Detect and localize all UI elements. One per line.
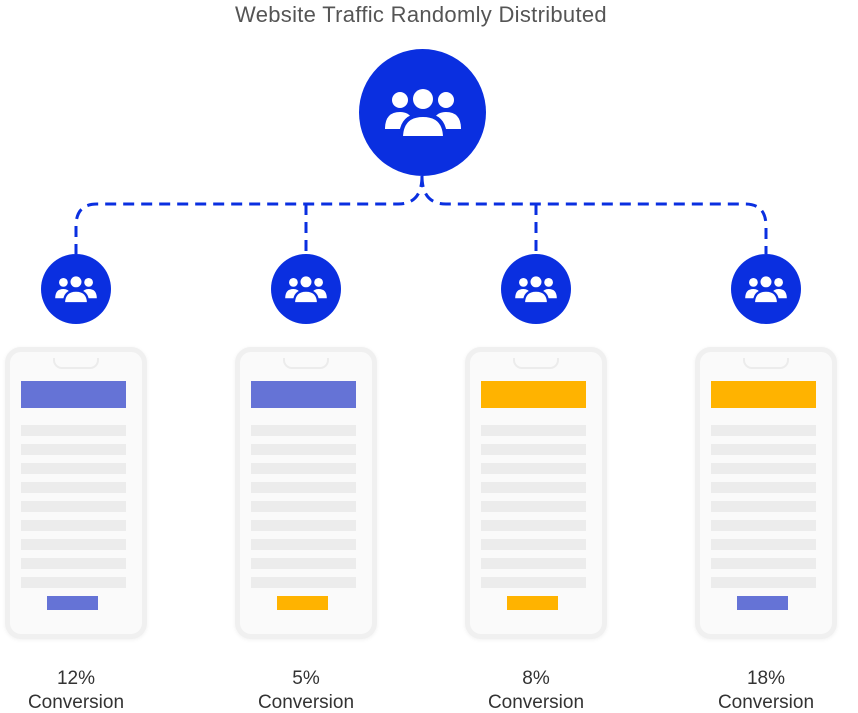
main-traffic-circle: [359, 49, 486, 176]
content-line: [251, 444, 356, 455]
conversion-text: Conversion: [257, 692, 355, 713]
page-banner: [21, 381, 126, 408]
conversion-percent: 12%: [56, 668, 96, 689]
page-banner: [251, 381, 356, 408]
phone-notch: [743, 358, 789, 369]
content-line: [711, 463, 816, 474]
content-line: [481, 558, 586, 569]
content-line: [481, 539, 586, 550]
cta-button: [507, 596, 558, 610]
connector-left: [74, 175, 424, 254]
content-line: [21, 482, 126, 493]
conversion-percent: 8%: [522, 668, 550, 689]
content-line: [481, 463, 586, 474]
segment-circle-4: [731, 254, 801, 324]
users-group-icon: [384, 85, 461, 140]
phone-notch: [513, 358, 559, 369]
content-line: [21, 558, 126, 569]
content-line: [481, 501, 586, 512]
conversion-label-2: 5% Conversion: [226, 667, 386, 713]
content-line: [481, 577, 586, 588]
diagram-title: Website Traffic Randomly Distributed: [235, 2, 607, 27]
content-line: [711, 482, 816, 493]
segment-circle-2: [271, 254, 341, 324]
users-group-icon: [745, 274, 787, 304]
users-group-icon: [285, 274, 327, 304]
conversion-label-1: 12% Conversion: [0, 667, 156, 713]
content-line: [251, 539, 356, 550]
page-banner: [711, 381, 816, 408]
content-line: [21, 539, 126, 550]
phone-variant-2: [235, 347, 377, 639]
content-line: [21, 577, 126, 588]
cta-button: [47, 596, 98, 610]
users-group-icon: [515, 274, 557, 304]
conversion-text: Conversion: [27, 692, 125, 713]
conversion-text: Conversion: [717, 692, 815, 713]
phone-notch: [53, 358, 99, 369]
content-line: [251, 501, 356, 512]
page-banner: [481, 381, 586, 408]
content-line: [711, 444, 816, 455]
phone-variant-4: [695, 347, 837, 639]
content-line: [711, 520, 816, 531]
conversion-percent: 18%: [746, 668, 786, 689]
content-line: [481, 520, 586, 531]
content-line: [711, 558, 816, 569]
cta-button: [737, 596, 788, 610]
phone-notch: [283, 358, 329, 369]
connector-right: [420, 175, 768, 254]
content-line: [251, 520, 356, 531]
content-line: [711, 577, 816, 588]
content-line: [481, 444, 586, 455]
content-line: [481, 482, 586, 493]
users-group-icon: [55, 274, 97, 304]
conversion-label-3: 8% Conversion: [456, 667, 616, 713]
conversion-percent: 5%: [292, 668, 320, 689]
content-line: [711, 425, 816, 436]
content-line: [711, 501, 816, 512]
content-line: [21, 520, 126, 531]
content-line: [21, 425, 126, 436]
conversion-label-4: 18% Conversion: [686, 667, 846, 713]
content-line: [21, 501, 126, 512]
content-line: [481, 425, 586, 436]
content-line: [251, 425, 356, 436]
content-line: [21, 463, 126, 474]
segment-circle-3: [501, 254, 571, 324]
content-line: [21, 444, 126, 455]
phone-variant-3: [465, 347, 607, 639]
content-line: [251, 558, 356, 569]
content-line: [251, 463, 356, 474]
content-line: [251, 577, 356, 588]
conversion-text: Conversion: [487, 692, 585, 713]
cta-button: [277, 596, 328, 610]
segment-circle-1: [41, 254, 111, 324]
content-line: [251, 482, 356, 493]
phone-variant-1: [5, 347, 147, 639]
content-line: [711, 539, 816, 550]
